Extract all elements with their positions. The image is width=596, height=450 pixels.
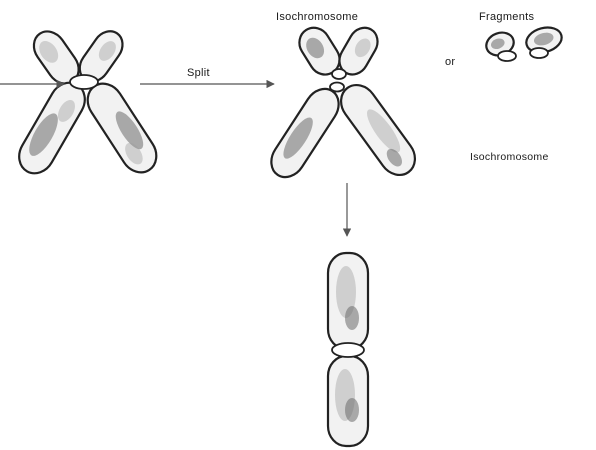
split-chromosome bbox=[264, 22, 422, 184]
original-centromere bbox=[70, 75, 98, 89]
original-chromosome bbox=[12, 25, 163, 180]
upper-centromere bbox=[332, 69, 346, 79]
fragment-left-centromere bbox=[498, 51, 516, 61]
fragments bbox=[483, 24, 564, 61]
isochromosome-result bbox=[328, 253, 368, 446]
fragment-right-centromere bbox=[530, 48, 548, 58]
isochromosome-centromere bbox=[332, 343, 364, 357]
